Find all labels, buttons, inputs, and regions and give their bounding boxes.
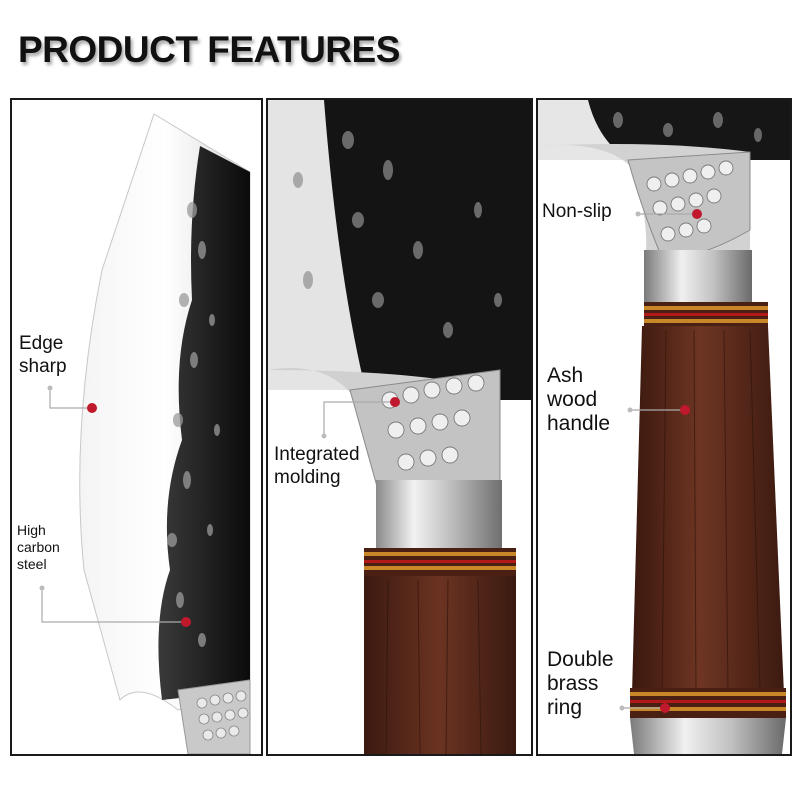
label-high-carbon-steel: High carbon steel xyxy=(17,522,60,572)
label-non-slip: Non-slip xyxy=(542,201,612,222)
label-integrated-molding: Integrated molding xyxy=(274,444,360,488)
blade-edge-image xyxy=(39,113,251,754)
panel-molding: Integrated molding xyxy=(266,98,533,756)
panel-handle: Non-slip Ash wood handle Double brass ri… xyxy=(536,98,792,756)
marker-dot xyxy=(87,403,97,413)
label-double-brass-ring: Double brass ring xyxy=(547,648,614,719)
molding-image xyxy=(268,100,531,754)
marker-dot xyxy=(181,617,191,627)
panel-edge: Edge sharp High carbon steel xyxy=(10,98,263,756)
label-ash-wood-handle: Ash wood handle xyxy=(547,364,611,435)
page-title: PRODUCT FEATURES xyxy=(18,29,400,70)
marker-dot xyxy=(680,405,690,415)
marker-dot xyxy=(390,397,400,407)
marker-dot xyxy=(660,703,670,713)
label-edge-sharp: Edge sharp xyxy=(19,333,67,377)
handle-image xyxy=(538,100,790,754)
marker-dot xyxy=(692,209,702,219)
